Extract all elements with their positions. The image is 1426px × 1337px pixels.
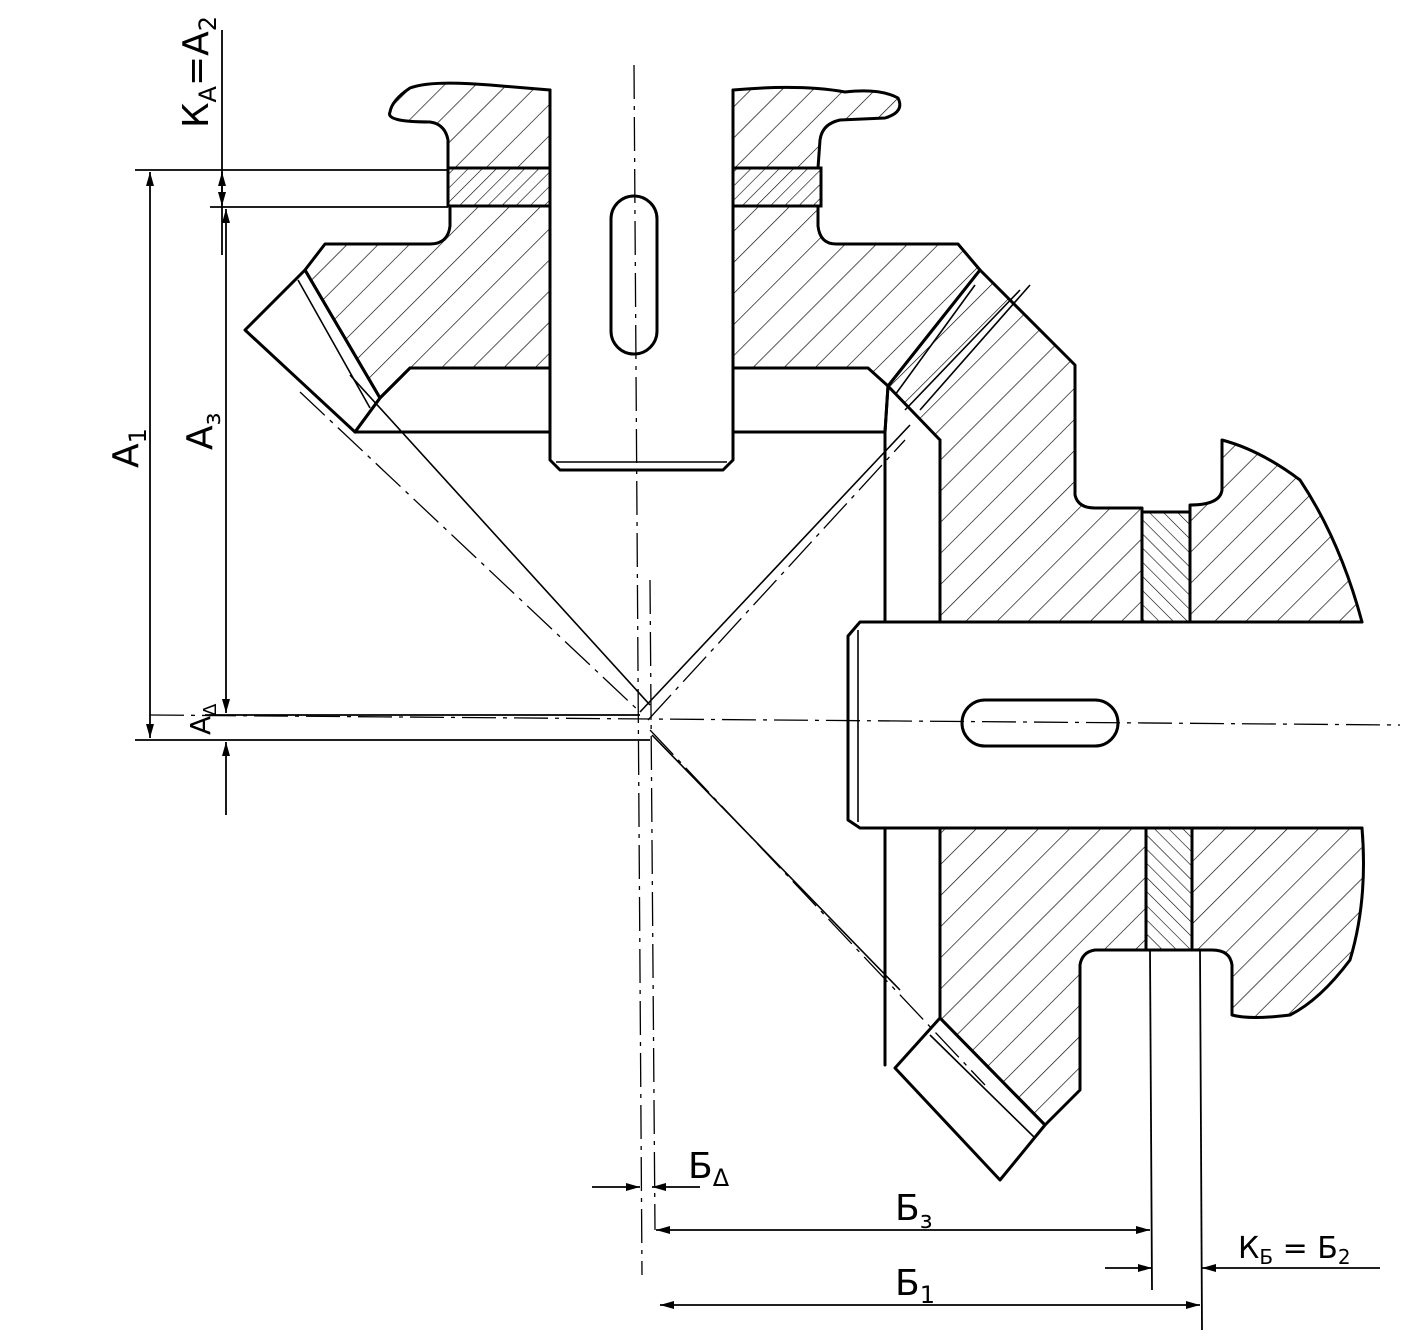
label-b3: Бз: [895, 1188, 932, 1234]
center-lines: [149, 64, 1401, 1276]
svg-text:Аз: Аз: [180, 413, 226, 450]
right-spacer-lower: [1144, 826, 1194, 952]
right-spacer-upper: [1140, 510, 1192, 624]
right-housing-upper: [1188, 438, 1364, 624]
top-shaft-keyway: [609, 194, 659, 356]
right-shaft: [846, 620, 1364, 830]
top-gear-hub-left: [303, 204, 552, 400]
right-spacer-rings: [1140, 510, 1194, 952]
label-a1: А1: [106, 428, 152, 468]
svg-text:АΔ: АΔ: [184, 703, 221, 735]
right-shaft-body: [846, 620, 1364, 830]
label-kb-b2: КБ = Б2: [1238, 1231, 1351, 1269]
label-ka-a2: КА=А2: [176, 16, 222, 128]
right-bevel-gear: [883, 268, 1148, 1182]
right-gear-teeth-lower: [893, 1016, 1047, 1182]
top-housing-left-half: [388, 81, 552, 170]
right-gear-bore: [883, 384, 942, 1067]
top-shaft-body: [548, 88, 735, 472]
top-shaft: [548, 88, 735, 472]
top-spacer-rings: [446, 166, 823, 208]
right-housing-lower: [1190, 826, 1365, 1019]
right-housing: [1188, 438, 1365, 1019]
top-spacer-right: [731, 166, 823, 208]
top-housing-right-half: [731, 85, 902, 170]
right-gear-lower-body: [938, 826, 1148, 1127]
label-a3: Аз: [180, 413, 226, 450]
svg-text:КА=А2: КА=А2: [176, 16, 222, 128]
dimension-lines: [135, 30, 1380, 1331]
top-housing: [388, 81, 902, 170]
label-b1: Б1: [895, 1263, 935, 1309]
top-spacer-left: [446, 166, 552, 208]
label-a-delta: АΔ: [184, 703, 221, 735]
svg-text:А1: А1: [106, 428, 152, 468]
label-b-delta: БΔ: [688, 1146, 730, 1192]
top-gear-bore-bottom: [353, 366, 552, 434]
